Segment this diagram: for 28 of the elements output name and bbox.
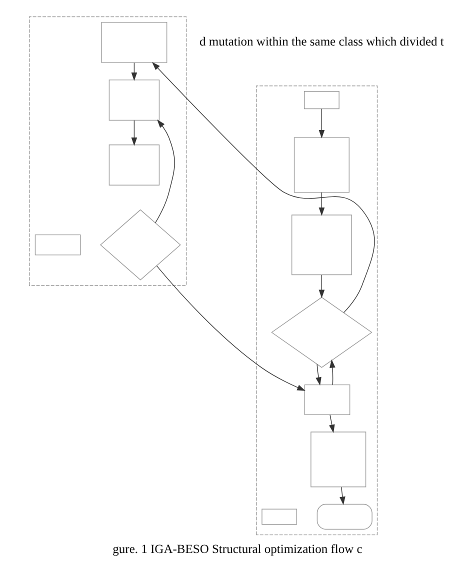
node-box: [108, 80, 160, 121]
node-box: [291, 214, 352, 276]
arrow: [130, 62, 137, 81]
arrow: [328, 414, 334, 434]
arrow: [329, 359, 335, 386]
cluster: [28, 16, 186, 286]
node-box: [310, 432, 366, 488]
arrow: [130, 120, 137, 146]
node-box: [293, 137, 349, 193]
arrow: [152, 62, 374, 314]
node-box: [34, 234, 80, 256]
node-diamond: [99, 209, 180, 280]
node-box: [100, 22, 167, 63]
arrow: [156, 265, 305, 391]
label: d mutation within the same class which divided t: [199, 34, 444, 48]
caption: gure. 1 IGA-BESO Structural optimization flow c: [112, 542, 362, 556]
arrow: [154, 120, 174, 224]
node-box: [108, 144, 160, 186]
node-box: [261, 508, 297, 525]
node-box: [304, 384, 350, 416]
arrow: [318, 192, 324, 216]
node-stadium: [316, 504, 372, 530]
arrow: [318, 108, 324, 138]
arrow: [339, 486, 345, 506]
arrow: [318, 274, 324, 298]
arrow: [315, 364, 321, 386]
node-box: [304, 91, 339, 110]
cluster: [256, 86, 378, 536]
